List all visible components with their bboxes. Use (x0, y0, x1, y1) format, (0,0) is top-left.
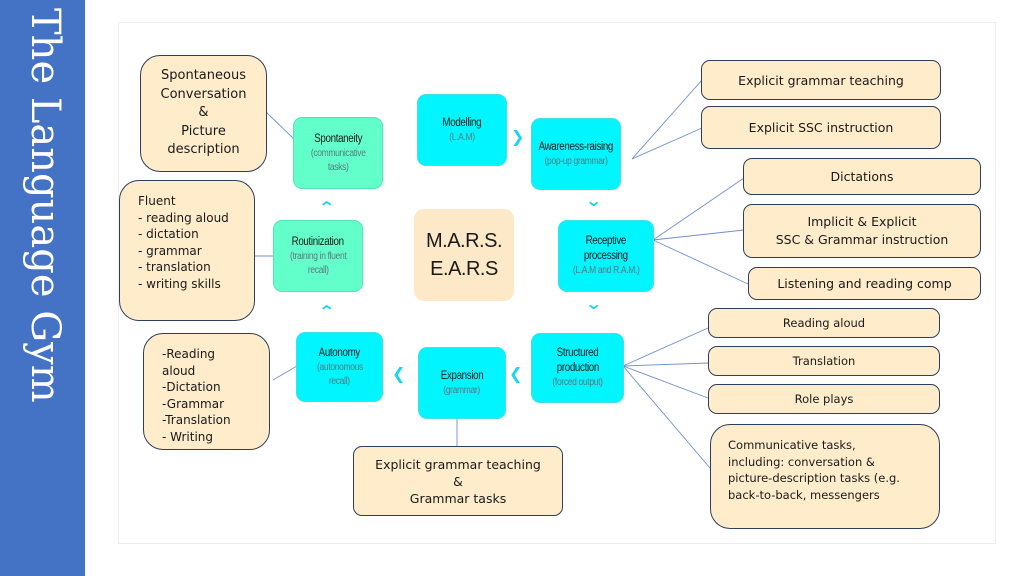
activity-explicit-ssc: Explicit SSC instruction (701, 106, 941, 149)
center-line-1: M.A.R.S. (425, 230, 503, 252)
activity-text: - writing skills (138, 276, 221, 291)
stage-title: Autonomy (318, 346, 361, 359)
mars-ears-center: M.A.R.S. E.A.R.S (414, 209, 514, 301)
arrow-down-icon: ⌄ (584, 191, 603, 210)
activity-text: -Grammar (162, 396, 225, 411)
activity-fluent: Fluent - reading aloud - dictation - gra… (119, 180, 255, 321)
activity-spontaneous: Spontaneous Conversation & Picture descr… (140, 55, 267, 172)
activity-explicit-grammar: Explicit grammar teaching (701, 60, 941, 100)
activity-text: Picture (181, 123, 226, 139)
stage-subtitle: (autonomous (316, 361, 363, 373)
stage-expansion: Expansion (grammar) (418, 347, 506, 419)
activity-text: -Dictation (162, 380, 221, 394)
activity-text: Explicit SSC instruction (748, 120, 894, 135)
activity-dictations: Dictations (743, 158, 981, 195)
stage-modelling: Modelling (L.A.M) (417, 94, 507, 166)
activity-text: Explicit grammar teaching (375, 456, 541, 472)
stage-subtitle: (L.A.M) (449, 131, 475, 143)
activity-text: - translation (138, 260, 211, 274)
activity-text: Reading aloud (782, 316, 866, 330)
activity-text: -Reading (162, 347, 216, 361)
brand-title: The Language Gym (22, 8, 68, 403)
stage-subtitle: (pop-up grammar) (544, 155, 608, 167)
stage-subtitle: (L.A.M and R.A.M.) (572, 265, 640, 276)
activity-listening-reading: Listening and reading comp (748, 267, 981, 300)
arrow-up-icon: ⌃ (317, 302, 336, 321)
stage-spontaneity: Spontaneity (communicative tasks) (293, 117, 383, 189)
activity-text: Dictations (830, 169, 894, 184)
arrow-down-icon: ⌄ (584, 294, 603, 313)
stage-subtitle: (forced output) (552, 377, 603, 388)
activity-translation: Translation (708, 346, 940, 376)
activity-text: Spontaneous (161, 68, 246, 84)
stage-title: production (556, 362, 599, 374)
stage-structured-production: Structured production (forced output) (531, 333, 624, 403)
stage-awareness-raising: Awareness-raising (pop-up grammar) (531, 118, 621, 190)
activity-text: aloud (162, 363, 196, 378)
arrow-left-icon: ❮ (509, 364, 523, 383)
activity-text: Implicit & Explicit (807, 214, 917, 229)
center-line-2: E.A.R.S (430, 258, 498, 280)
activity-text: - Writing (162, 429, 213, 444)
activity-text: description (167, 142, 240, 158)
stage-title: Receptive (585, 235, 627, 247)
activity-text: Fluent (138, 194, 176, 208)
stage-title: Modelling (442, 116, 482, 129)
stage-subtitle: (communicative (310, 147, 366, 159)
activity-text: Conversation (160, 86, 247, 102)
sidebar-banner: The Language Gym (0, 0, 85, 576)
stage-title: Spontaneity (314, 132, 362, 145)
activity-text: SSC & Grammar instruction (775, 232, 949, 247)
stage-autonomy: Autonomy (autonomous recall) (296, 332, 383, 402)
activity-text: Role plays (794, 392, 854, 406)
activity-text: - dictation (138, 227, 199, 241)
stage-subtitle: tasks) (327, 161, 349, 173)
stage-subtitle: (grammar) (443, 384, 481, 396)
activity-text: -Translation (162, 413, 231, 427)
stage-title: Structured (556, 347, 599, 359)
activity-text: Translation (792, 354, 856, 368)
stage-receptive-processing: Receptive processing (L.A.M and R.A.M.) (558, 220, 654, 292)
activity-text: - grammar (138, 243, 202, 258)
activity-text: Grammar tasks (409, 490, 507, 506)
stage-title: Awareness-raising (538, 140, 614, 153)
stage-subtitle: recall) (329, 375, 350, 387)
stage-title: processing (584, 250, 628, 262)
stage-subtitle: recall) (307, 264, 329, 276)
stage-title: Routinization (291, 235, 345, 248)
stage-subtitle: (training in fluent (289, 250, 347, 262)
activity-text: & (453, 473, 463, 489)
activity-text: Communicative tasks, (728, 438, 856, 452)
activity-communicative-tasks: Communicative tasks, including: conversa… (710, 424, 940, 529)
activity-text: & (198, 105, 209, 121)
activity-role-plays: Role plays (708, 384, 940, 414)
activity-text: including: conversation & (728, 454, 875, 469)
activity-reading-aloud: Reading aloud (708, 308, 940, 338)
activity-text: picture-description tasks (e.g. (728, 471, 900, 485)
stage-title: Expansion (440, 369, 484, 382)
activity-expansion: Explicit grammar teaching & Grammar task… (353, 446, 563, 516)
activity-implicit-explicit: Implicit & Explicit SSC & Grammar instru… (743, 204, 981, 258)
arrow-right-icon: ❯ (511, 127, 525, 146)
activity-text: - reading aloud (138, 210, 229, 225)
stage-routinization: Routinization (training in fluent recall… (273, 220, 363, 292)
arrow-left-icon: ❮ (392, 364, 406, 383)
activity-text: Listening and reading comp (777, 276, 952, 291)
arrow-up-icon: ⌃ (317, 198, 336, 217)
activity-text: back-to-back, messengers (728, 487, 880, 502)
activity-autonomy: -Reading aloud -Dictation -Grammar -Tran… (143, 333, 270, 450)
activity-text: Explicit grammar teaching (738, 72, 904, 88)
